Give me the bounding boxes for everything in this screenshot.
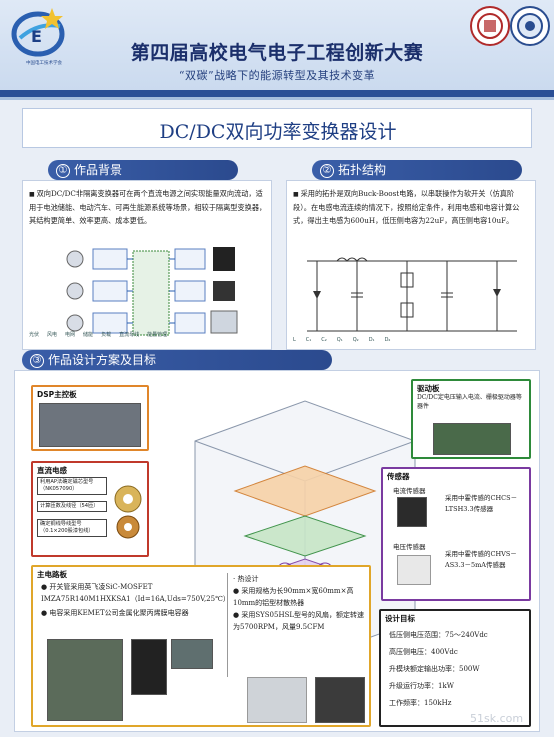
current-sensor-photo [397,497,427,527]
section-title: 拓扑结构 [338,163,387,177]
energy-system-diagram [66,247,238,336]
fan-photo [315,677,365,723]
target-item: 高压侧电压：400Vdc [389,648,458,656]
diagram-label: 负载 [101,332,112,338]
voltage-sensor-label: 电压传感器 [393,543,426,551]
section-background-heading: ① 作品背景 [48,160,238,180]
section-title: 作品设计方案及目标 [48,353,157,367]
targets-card: 设计目标 低压侧电压范围：75～240Vdc 高压侧电压：400Vdc 升模块额… [379,609,531,727]
voltage-sensor-photo [397,555,431,585]
circuit-label-list: L C₁ C₂ Q₁ Q₂ D₁ D₂ [293,337,531,343]
circuit-label: D₁ [368,337,375,343]
sensors-card: 传感器 电流传感器 采用中霍传感的CHCS－LTSH3.3传感器 电压传感器 采… [381,467,531,601]
capacitor-photo [171,639,213,669]
inductor-card-title: 直流电感 [37,466,67,475]
main-board-item-text: 电容采用KEMET公司金属化聚丙烯膜电容器 [49,609,189,617]
dsp-board-photo [39,403,141,447]
header-band [0,90,554,97]
circuit-label: Q₂ [352,337,359,343]
inductor-card: 直流电感 利用AP法确定磁芯型号（NK057090） 计算匝数及线径（54匝） … [31,461,149,557]
circuit-label: C₂ [321,337,327,343]
svg-text:E: E [31,27,42,46]
heat-design-title: 热设计 [237,575,259,583]
section-design-heading: ③ 作品设计方案及目标 [22,350,332,370]
voltage-sensor-text: 采用中霍传感的CHVS－AS3.3－5mA传感器 [445,550,517,569]
competition-subtitle: “双碳”战略下的能源转型及其技术变革 [178,69,376,82]
competition-logo-icon: E [11,8,65,57]
university-seal-icon [470,6,510,46]
section-number: ① [56,164,70,178]
diagram-label: 直流母线 [119,332,140,338]
heat-design-block: · 热设计 ● 采用规格为长90mm×宽60mm×高10mm的铝型材散热器 ● … [233,575,365,631]
dsp-card-title: DSP主控板 [37,390,77,399]
circuit-label: D₂ [384,337,391,343]
section-topology-heading: ② 拓扑结构 [312,160,522,180]
diagram-label-list: 光伏 风电 电网 储能 负载 直流母线 能量管理 [29,331,267,338]
section-title: 作品背景 [74,163,123,177]
main-board-item-text: 开关管采用英飞凌SiC-MOSFET IMZA75R140M1HXKSA1（Id… [41,583,230,603]
circuit-label: C₁ [305,337,312,343]
buck-boost-circuit-diagram [307,257,517,332]
main-board-photo [47,639,123,721]
circuit-label: L [293,337,296,343]
targets-card-title: 设计目标 [385,614,415,623]
diagram-label: 风电 [47,332,58,338]
drive-card-text: DC/DC定电压输入电流、栅极驱动器等器件 [417,394,522,410]
section-number: ② [320,164,334,178]
heatsink-photo [247,677,307,723]
main-board-card: 主电路板 ● 开关管采用英飞凌SiC-MOSFET IMZA75R140M1HX… [31,565,371,727]
diagram-label: 能量管理 [147,332,168,338]
drive-card-title: 驱动板 [417,384,440,393]
current-sensor-label: 电流传感器 [393,487,426,495]
main-board-item: ● 电容采用KEMET公司金属化聚丙烯膜电容器 [41,609,189,617]
target-item: 升模块额定输出功率：500W [389,665,480,673]
main-board-item: ● 开关管采用英飞凌SiC-MOSFET IMZA75R140M1HXKSA1（… [41,583,230,603]
background-panel: 双向DC/DC非隔离变换器可在两个直流电源之间实现能量双向流动，适用于电池储能、… [22,180,272,350]
circuit-label: Q₁ [336,337,343,343]
topology-panel: 采用的拓扑是双向Buck-Boost电路，以串联操作为软开关（仿真阶段）。在电感… [286,180,536,350]
logo-caption: 中国电工技术学会 [26,61,62,66]
diagram-label: 电网 [65,332,76,338]
header-band-light [0,97,554,100]
project-title: DC/DC双向功率变换器设计 [159,121,397,143]
section-number: ③ [30,354,44,368]
target-item: 升级运行功率：1kW [389,682,454,690]
competition-title: 第四届高校电气电子工程创新大赛 [130,42,424,64]
target-item: 低压侧电压范围：75～240Vdc [389,631,488,639]
university-emblem-icon [510,6,550,46]
toroid-inductor-icon [114,485,142,539]
dsp-card: DSP主控板 [31,385,149,451]
drive-card: 驱动板 DC/DC定电压输入电流、栅极驱动器等器件 [411,379,531,459]
design-panel: DSP主控板 直流电感 利用AP法确定磁芯型号（NK057090） 计算匝数及线… [14,370,540,732]
poster-header: E 中国电工技术学会 第四届高校电气电子工程创新大赛 “双碳”战略下的能源转型及… [0,0,554,97]
diagram-label: 光伏 [29,332,40,338]
watermark-text: 51sk.com [470,712,524,725]
drive-board-photo [433,423,511,455]
inductor-step-box: 计算匝数及线径（54匝） [37,501,107,512]
topology-text: 采用的拓扑是双向Buck-Boost电路，以串联操作为软开关（仿真阶段）。在电感… [293,187,531,227]
current-sensor-text: 采用中霍传感的CHCS－LTSH3.3传感器 [445,494,518,513]
targets-list: 低压侧电压范围：75～240Vdc 高压侧电压：400Vdc 升模块额定输出功率… [389,627,529,712]
inductor-step-box: 确定铜线导线型号（0.1×200股漆包线） [37,519,107,537]
diagram-label: 储能 [83,332,94,338]
project-title-box: DC/DC双向功率变换器设计 [22,108,532,148]
heat-design-item: 采用SYS05HSL型号的风扇，额定转速为5700RPM，风量9.5CFM [233,611,365,631]
main-board-card-title: 主电路板 [37,570,67,579]
target-item: 工作频率：150kHz [389,699,452,707]
background-text: 双向DC/DC非隔离变换器可在两个直流电源之间实现能量双向流动，适用于电池储能、… [29,187,267,227]
sensors-card-title: 传感器 [387,472,410,481]
mosfet-photo [131,639,167,695]
inductor-step-box: 利用AP法确定磁芯型号（NK057090） [37,477,107,495]
heat-design-item: 采用规格为长90mm×宽60mm×高10mm的铝型材散热器 [233,587,354,607]
